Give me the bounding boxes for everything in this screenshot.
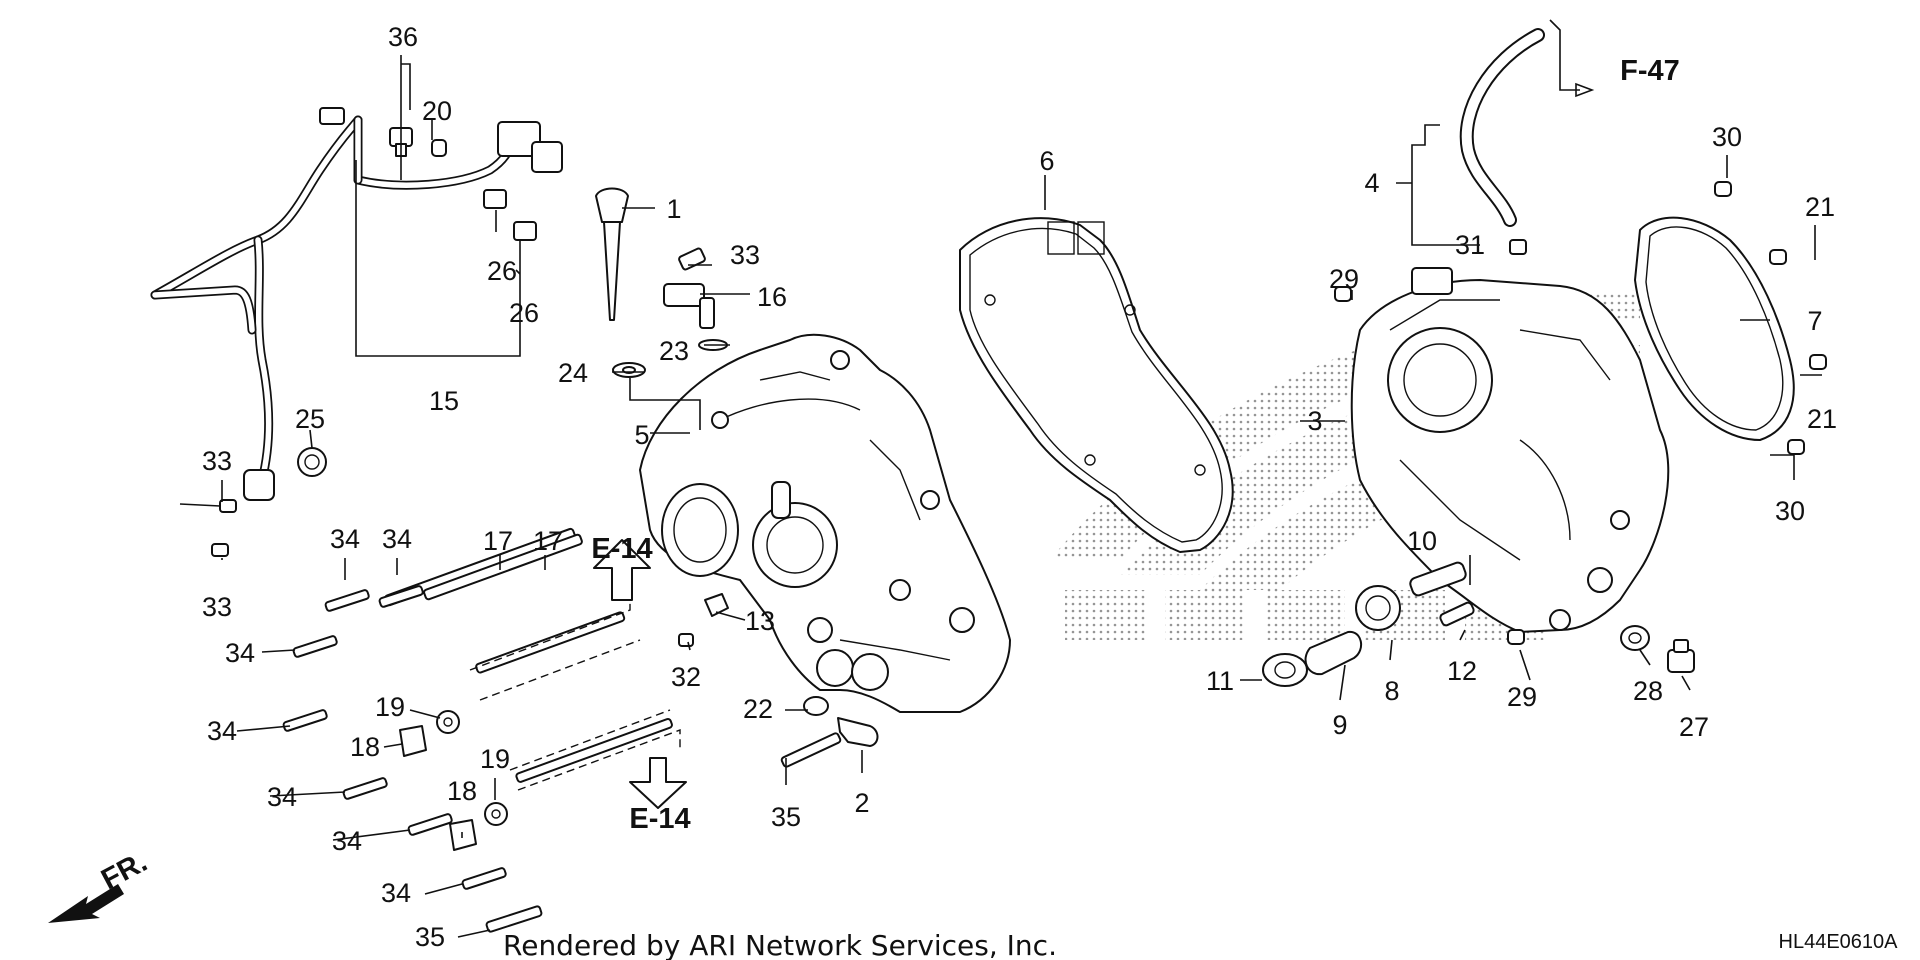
shift-parts <box>1262 561 1695 687</box>
callout-13: 13 <box>745 606 775 636</box>
reference-e14-top: E-14 <box>591 533 652 565</box>
callout-16: 16 <box>757 282 787 312</box>
callout-30-b: 30 <box>1775 496 1805 526</box>
sensor-36 <box>389 127 447 157</box>
right-case <box>1350 267 1670 633</box>
callout-30-a: 30 <box>1712 122 1742 152</box>
speed-sensor <box>663 247 728 351</box>
callout-18-a: 18 <box>350 732 380 762</box>
callout-11: 11 <box>1206 666 1234 696</box>
reference-e14-bottom: E-14 <box>629 803 690 835</box>
wire-harness <box>150 107 563 501</box>
rendered-by-credit: Rendered by ARI Network Services, Inc. <box>503 929 1057 960</box>
callout-19-b: 19 <box>480 744 510 774</box>
callout-9: 9 <box>1332 710 1347 740</box>
callout-18-b: 18 <box>447 776 477 806</box>
leader-lines <box>179 55 1822 938</box>
callout-34-c: 34 <box>225 638 255 668</box>
callout-36: 36 <box>388 22 418 52</box>
callout-5: 5 <box>634 420 649 450</box>
callout-31: 31 <box>1455 230 1485 260</box>
callout-labels: 36 20 26 26 15 1 33 16 23 24 5 25 33 33 … <box>202 22 1837 952</box>
callout-7: 7 <box>1807 306 1822 336</box>
callout-26-a: 26 <box>487 256 517 286</box>
callout-35-b: 35 <box>771 802 801 832</box>
callout-34-f: 34 <box>332 826 362 856</box>
callout-27: 27 <box>1679 712 1709 742</box>
callout-26-b: 26 <box>509 298 539 328</box>
front-arrow-icon <box>48 884 124 923</box>
callout-17-a: 17 <box>483 526 513 556</box>
callout-29-b: 29 <box>1507 682 1537 712</box>
callout-24: 24 <box>558 358 588 388</box>
callout-22: 22 <box>743 694 773 724</box>
callout-3: 3 <box>1307 406 1322 436</box>
callout-1: 1 <box>666 194 681 224</box>
callout-29-a: 29 <box>1329 264 1359 294</box>
callout-34-e: 34 <box>267 782 297 812</box>
callout-34-g: 34 <box>381 878 411 908</box>
breather-hose <box>1459 19 1595 255</box>
callout-34-b: 34 <box>382 524 412 554</box>
front-marker-label: FR. <box>96 846 152 896</box>
callout-34-a: 34 <box>330 524 360 554</box>
small-parts-left <box>678 593 879 768</box>
callout-32: 32 <box>671 662 701 692</box>
nuts-washers <box>399 710 508 851</box>
callout-4: 4 <box>1364 168 1379 198</box>
reference-arrow-up <box>593 539 651 601</box>
dowels <box>1334 181 1827 645</box>
callout-8: 8 <box>1384 676 1399 706</box>
callout-10: 10 <box>1407 526 1437 556</box>
gasket-7 <box>1634 216 1795 441</box>
callout-34-d: 34 <box>207 716 237 746</box>
callout-6: 6 <box>1039 146 1054 176</box>
callout-25: 25 <box>295 404 325 434</box>
left-case-cover <box>639 333 1011 713</box>
callout-17-b: 17 <box>533 526 563 556</box>
callout-28: 28 <box>1633 676 1663 706</box>
long-bolts <box>384 527 681 791</box>
callout-2: 2 <box>854 788 869 818</box>
callout-33-a: 33 <box>730 240 760 270</box>
callout-33-b: 33 <box>202 446 232 476</box>
reference-f47: F-47 <box>1620 55 1680 87</box>
diagram-code: HL44E0610A <box>1779 931 1899 953</box>
callout-19-a: 19 <box>375 692 405 722</box>
reference-arrow-down <box>629 757 687 809</box>
callout-35-a: 35 <box>415 922 445 952</box>
callout-23: 23 <box>659 336 689 366</box>
callout-20: 20 <box>422 96 452 126</box>
callout-21-b: 21 <box>1807 404 1837 434</box>
callout-33-c: 33 <box>202 592 232 622</box>
gasket-6 <box>959 217 1234 553</box>
callout-12: 12 <box>1447 656 1477 686</box>
callout-21-a: 21 <box>1805 192 1835 222</box>
small-bolts <box>211 447 543 933</box>
dipstick <box>595 187 646 378</box>
callout-15: 15 <box>429 386 459 416</box>
